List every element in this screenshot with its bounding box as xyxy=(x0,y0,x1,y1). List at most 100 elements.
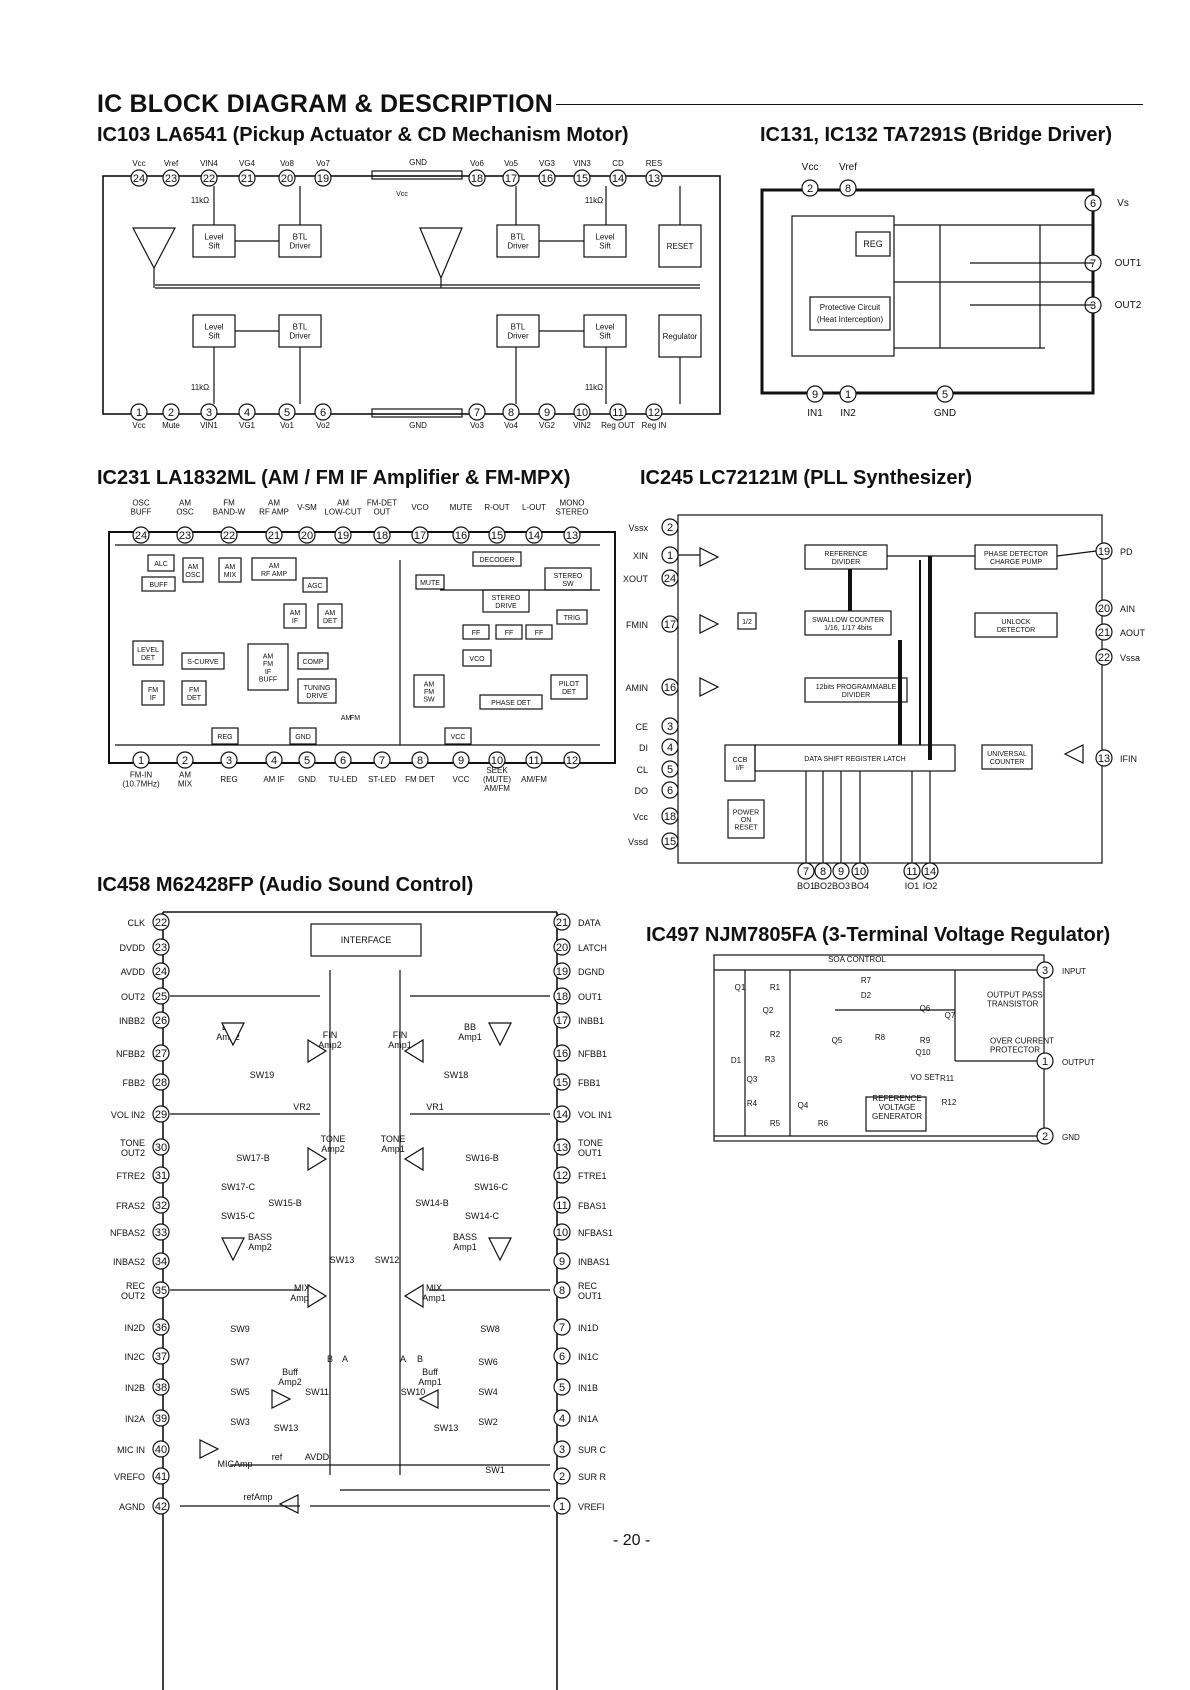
ic103-pin-15-number: 15 xyxy=(576,173,588,185)
ic458-pin-19-number: 19 xyxy=(556,966,568,978)
ic231-pin-label-14: L-OUT xyxy=(522,503,546,512)
ic103-pin-2 xyxy=(162,403,180,421)
ic458-label-10: SW17-B xyxy=(236,1153,270,1163)
ic103-pin-17 xyxy=(502,169,520,187)
ic131-pin-label-2: Vcc xyxy=(802,162,819,173)
ic231-pin-22-number: 22 xyxy=(223,530,235,542)
ic458-bass-amp2 xyxy=(221,1237,245,1262)
ic103-pin-7-number: 7 xyxy=(474,407,480,419)
ic458-buff-amp2 xyxy=(271,1389,292,1409)
ic458-pin-label-22: CLK xyxy=(127,918,145,928)
ic497-label-9: R2 xyxy=(770,1030,781,1039)
ic231-pin-3 xyxy=(220,751,238,769)
ic131-body xyxy=(760,188,1095,395)
ic231-block-26-label: PHASE DET xyxy=(491,700,531,707)
ic103-pin-label-23: Vref xyxy=(164,159,179,168)
ic245-pin-5 xyxy=(661,760,679,778)
ic458-pin-39-number: 39 xyxy=(155,1413,167,1425)
ic231-block-26 xyxy=(479,694,543,710)
ic103-pin-22-number: 22 xyxy=(203,173,215,185)
ic131-pin-6 xyxy=(1084,194,1102,212)
ic103-res-2: 11kΩ xyxy=(585,196,603,205)
ic458-pin-11 xyxy=(553,1196,571,1214)
ic103-pin-10-number: 10 xyxy=(576,407,588,419)
ic231-block-5-label: AGC xyxy=(307,583,322,590)
ic458-bb-amp1 xyxy=(488,1022,512,1047)
ic458-pin-3 xyxy=(553,1440,571,1458)
ic131-pin-label-9: IN1 xyxy=(807,408,823,419)
ic458-pin-19 xyxy=(553,962,571,980)
ic458-pin-7 xyxy=(553,1318,571,1336)
ic103-pin-23-number: 23 xyxy=(165,173,177,185)
ic131-pin-label-5: GND xyxy=(934,408,956,419)
ic103-pin-11 xyxy=(609,403,627,421)
ic458-label-29: SW8 xyxy=(480,1324,500,1334)
ic458-pin-label-37: IN2C xyxy=(124,1352,145,1362)
ic103-pin-label-9: VG2 xyxy=(539,421,556,430)
ic231-block-27-label: REG xyxy=(217,734,232,741)
ic497-label-3: Q6 xyxy=(920,1004,931,1013)
ic497-label-4: Q7 xyxy=(945,1011,956,1020)
ic458-pin-label-5: IN1B xyxy=(578,1383,598,1393)
ic131-protective-label-2: (Heat Interception) xyxy=(817,315,884,324)
ic103-pin-label-14: CD xyxy=(612,159,624,168)
ic245-pin-2-number: 2 xyxy=(667,522,673,534)
ic497-label-7: R1 xyxy=(770,983,781,992)
ic131-protective xyxy=(809,296,891,331)
ic103-pin-13-number: 13 xyxy=(648,173,660,185)
ic458-label-26: SW7 xyxy=(230,1357,250,1367)
ic497-label-15: R6 xyxy=(818,1119,829,1128)
ic231-pin-23-number: 23 xyxy=(179,530,191,542)
ic245-pin-label-3: CE xyxy=(635,722,648,732)
ic103-pin-1-number: 1 xyxy=(136,407,142,419)
ic458-pin-label-14: VOL IN1 xyxy=(578,1110,612,1120)
ic131-inner xyxy=(791,215,895,357)
ic458-pin-10-number: 10 xyxy=(556,1227,568,1239)
ic231-pin-8 xyxy=(411,751,429,769)
ic245-wire xyxy=(1056,550,1097,557)
ic231-pin-13-number: 13 xyxy=(566,530,578,542)
ic103-pin-8 xyxy=(502,403,520,421)
ic231-pin-label-11: AM/FM xyxy=(521,775,547,784)
ic103-pin-label-7: Vo3 xyxy=(470,421,484,430)
ic458-pin-12-number: 12 xyxy=(556,1170,568,1182)
ic245-pin-15-number: 15 xyxy=(664,836,676,848)
ic231-pin-7 xyxy=(373,751,391,769)
ic458-pin-label-7: IN1D xyxy=(578,1323,599,1333)
ic458-tone-amp1 xyxy=(403,1146,424,1172)
ic103-pin-21 xyxy=(238,169,256,187)
ic231-block-28 xyxy=(289,727,317,745)
ic458-pin-2-number: 2 xyxy=(559,1471,565,1483)
ic103-pin-3 xyxy=(200,403,218,421)
ic231-block-4-label: BUFF xyxy=(149,582,167,589)
ic245-programmable-divider xyxy=(804,677,908,703)
ic458-pin-label-36: IN2D xyxy=(124,1323,145,1333)
ic131-pin-9-number: 9 xyxy=(812,389,818,401)
ic231-pin-15 xyxy=(488,526,506,544)
ic103-pin-12-number: 12 xyxy=(648,407,660,419)
ic231-pin-18-number: 18 xyxy=(376,530,388,542)
ic103-regulator-label: Regulator xyxy=(663,332,698,341)
ic458-pin-27-number: 27 xyxy=(155,1048,167,1060)
ic458-pin-label-40: MIC IN xyxy=(117,1445,145,1455)
ic458-pin-7-number: 7 xyxy=(559,1322,565,1334)
ic103-title: IC103 LA6541 (Pickup Actuator & CD Mecha… xyxy=(97,124,629,146)
ic458-pin-26 xyxy=(152,1011,170,1029)
ic231-pin-label-9: VCC xyxy=(453,775,470,784)
ic231-pin-6-number: 6 xyxy=(340,755,346,767)
ic245-pin-19-number: 19 xyxy=(1098,546,1110,558)
ic245-half-divider-label: 1/2 xyxy=(742,619,752,626)
ic231-pin-22 xyxy=(220,526,238,544)
ic245-pin-6 xyxy=(661,781,679,799)
ic458-pin-23-number: 23 xyxy=(155,942,167,954)
ic458-label-40: ref xyxy=(272,1452,283,1462)
